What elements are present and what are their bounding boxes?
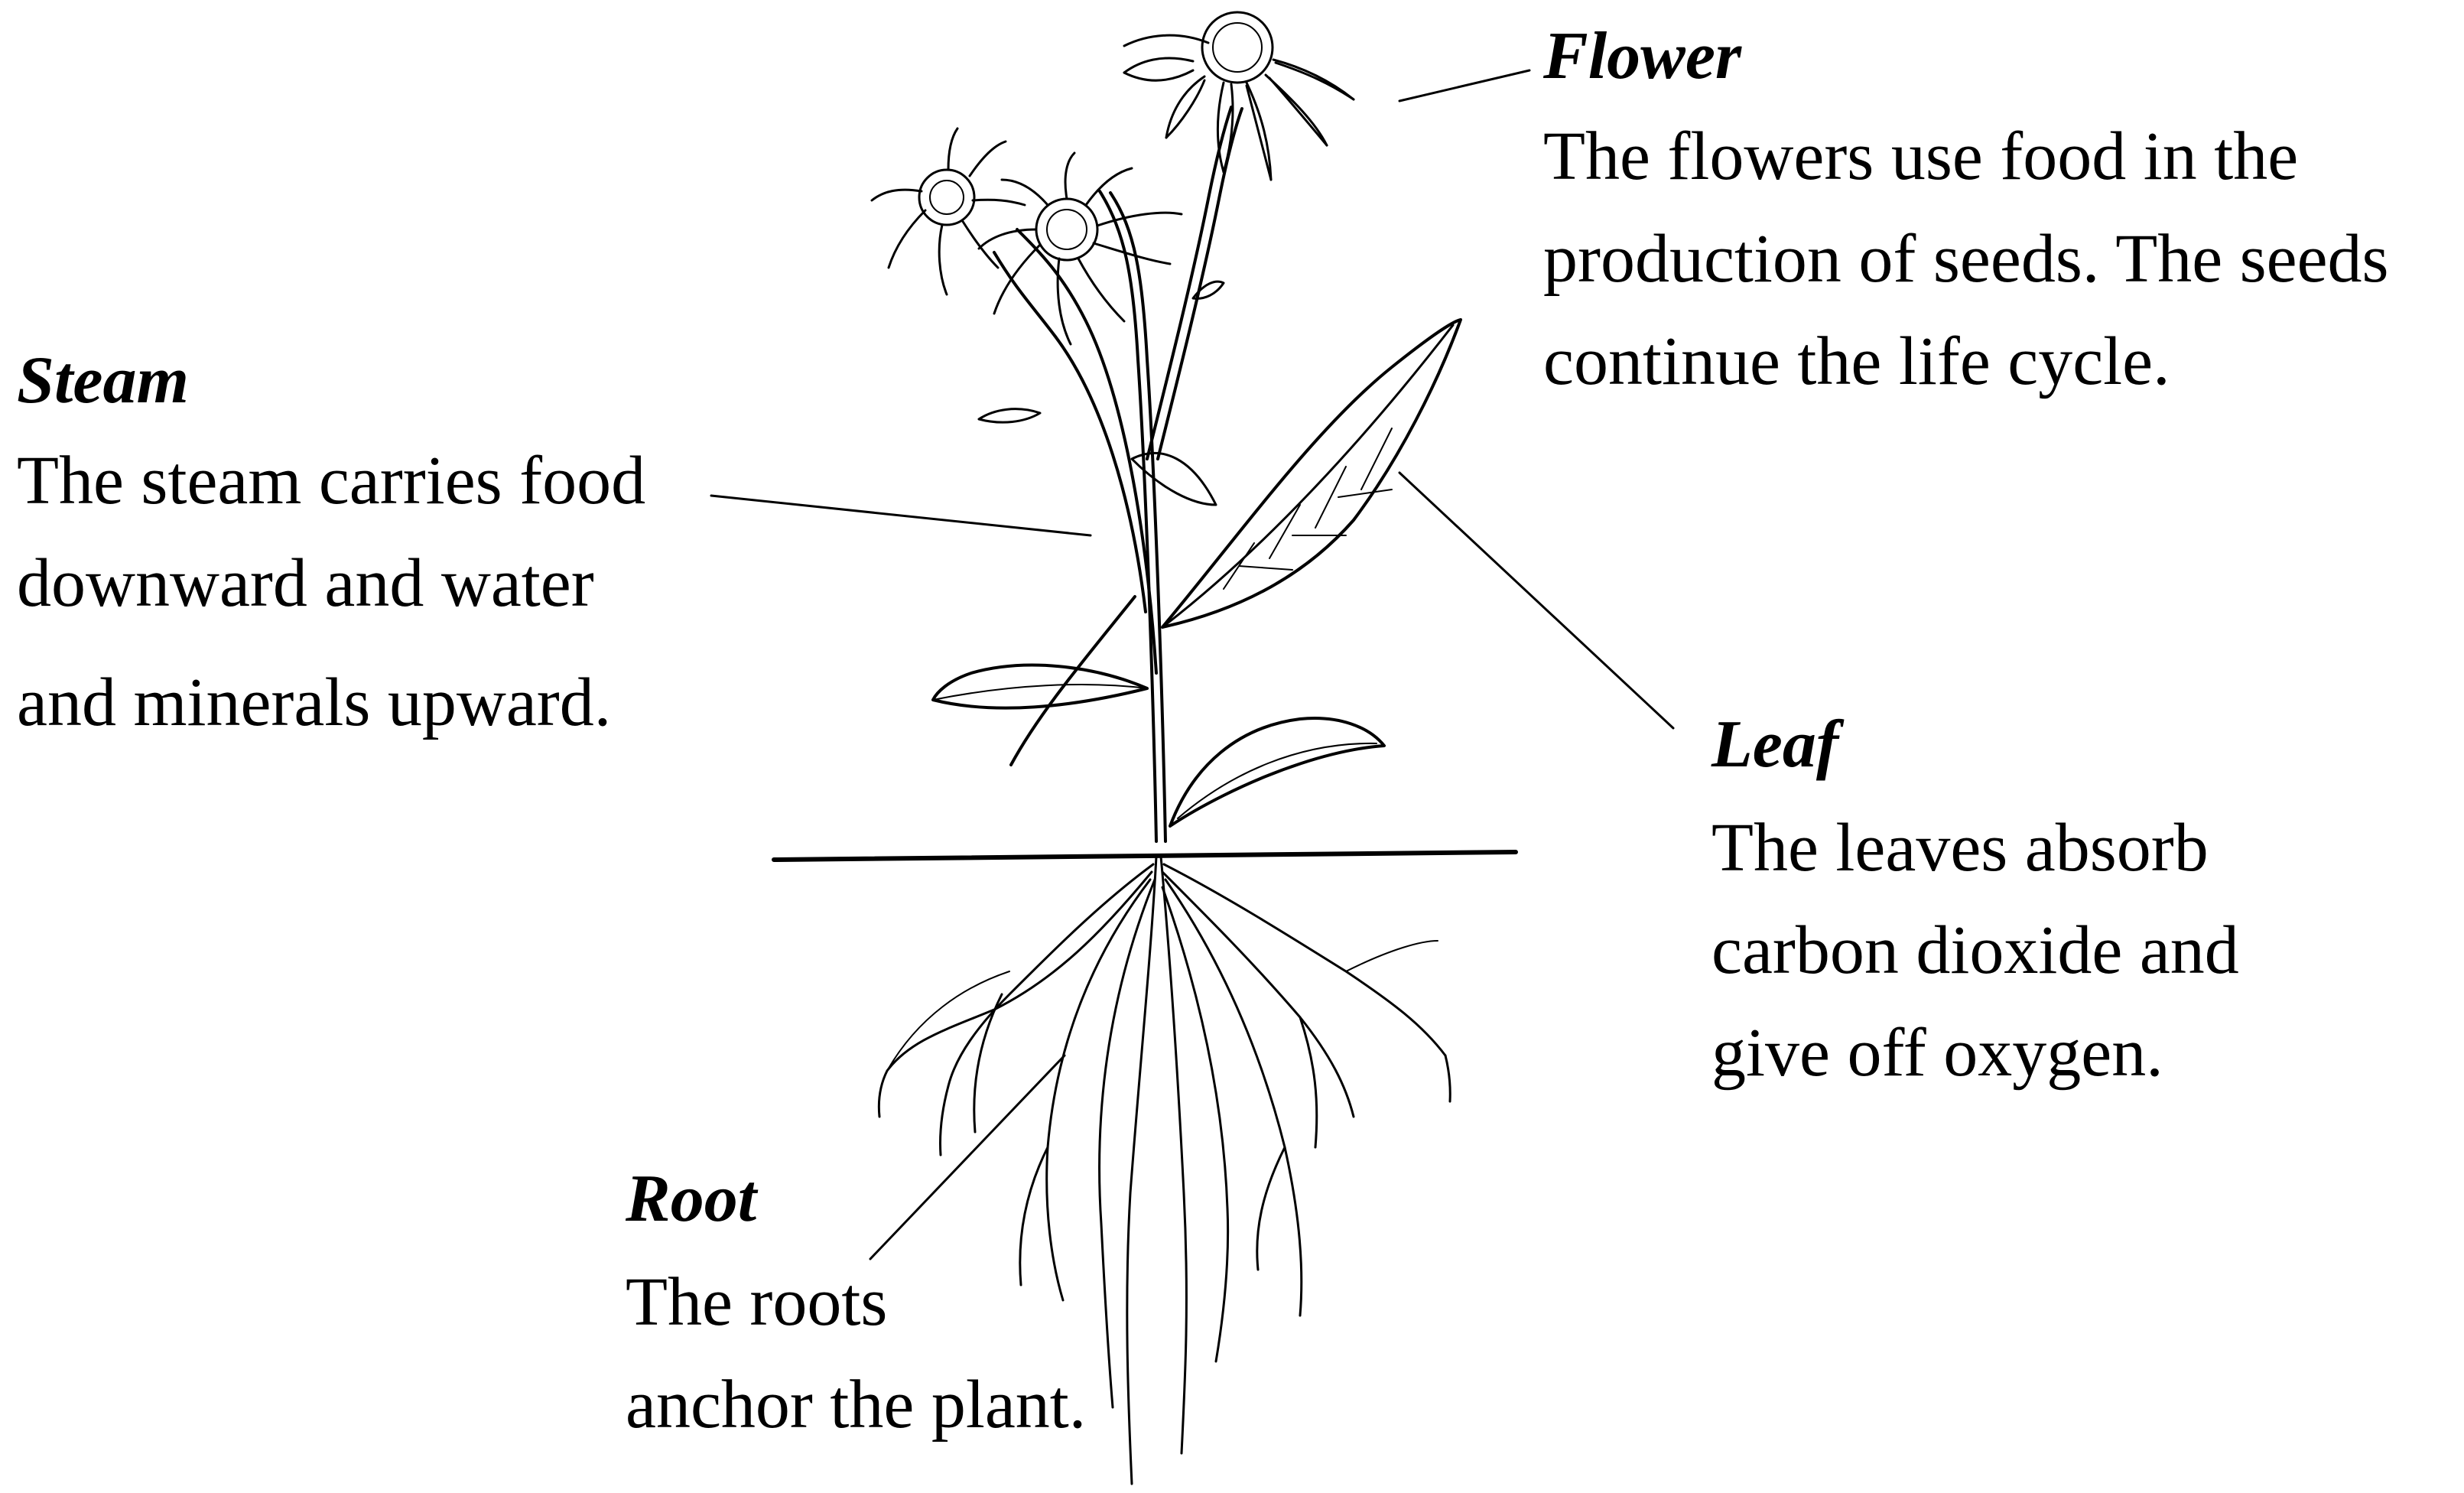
large-leaf [1161,318,1462,629]
flower-head [870,127,1026,296]
leaf-leader [1398,471,1675,730]
stem-description: The steam carries food downward and wate… [17,430,645,754]
leader-lines [710,69,1675,1260]
small-leaf [1130,452,1217,506]
root-description-line: The roots [626,1264,888,1340]
lower-left-leaf [931,663,1149,710]
lower-right-leaf [1169,717,1386,828]
plant-root [877,855,1451,1485]
stem-description-line: downward and water [17,545,594,621]
stem-description-line: and minerals upward. [17,665,612,740]
flower-description-line: The flowers use food in the [1543,119,2299,194]
flower-head [977,151,1183,346]
stem-leader [710,494,1092,537]
flower-description: The flowers use food in the production o… [1543,106,2389,413]
small-leaf [1191,280,1225,300]
ground-line [772,850,1518,862]
flower-leader [1398,69,1531,102]
small-leaf [977,408,1042,424]
leaf-description: The leaves absorb carbon dioxide and giv… [1711,797,2239,1104]
flower-head [1123,11,1355,181]
leaf-description-line: carbon dioxide and [1711,912,2239,988]
leaf-description-line: give off oxygen. [1711,1015,2163,1091]
root-leader [869,1054,1066,1260]
stem-description-line: The steam carries food [17,443,646,519]
flower-description-line: continue the life cycle. [1543,324,2170,399]
root-description-line: anchor the plant. [626,1367,1087,1443]
root-description: The roots anchor the plant. [626,1251,1086,1456]
root-term: Root [626,1162,757,1236]
flower-description-line: production of seeds. The seeds [1543,221,2389,297]
leaf-term: Leaf [1711,707,1839,782]
leaf-description-line: The leaves absorb [1711,810,2209,886]
flower-term: Flower [1543,19,1742,93]
plant-stem [993,106,1243,843]
stem-term: Steam [17,343,189,418]
